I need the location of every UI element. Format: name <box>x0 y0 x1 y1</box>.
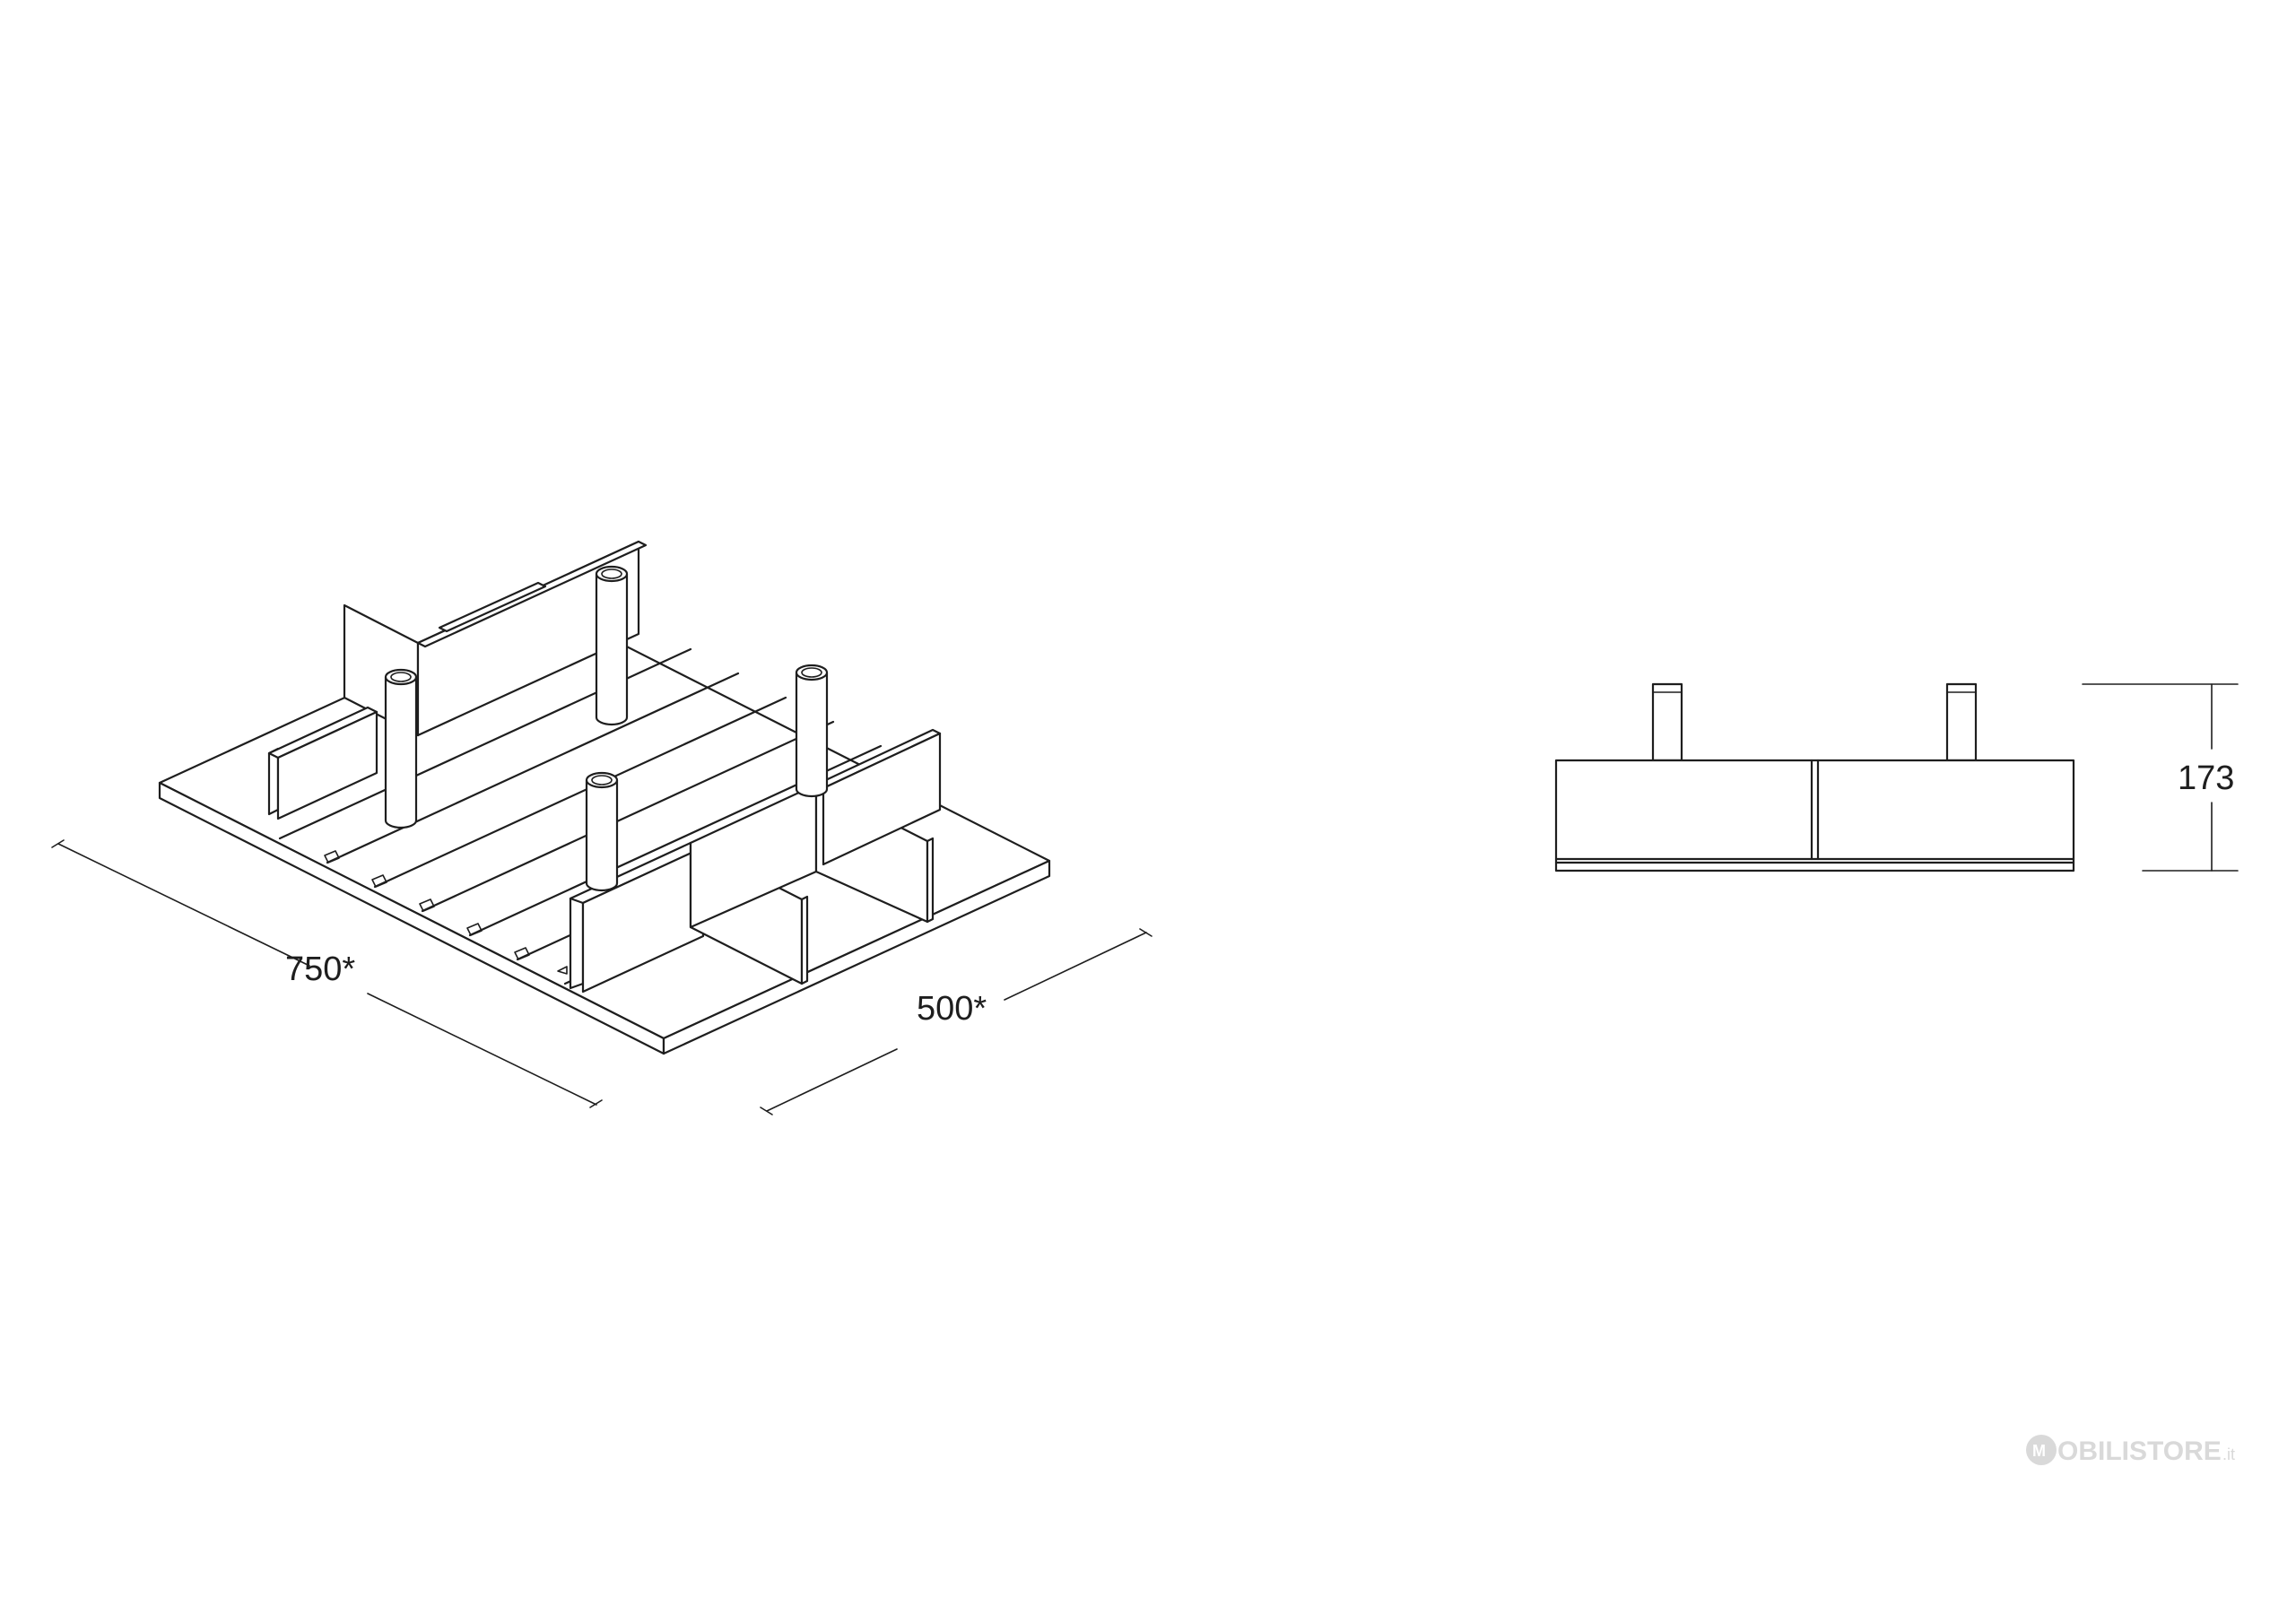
width-label: 500* <box>917 990 987 1028</box>
height-label: 173 <box>2178 759 2234 797</box>
length-label: 750* <box>285 950 355 988</box>
post-left <box>384 668 418 829</box>
post-right <box>795 664 829 798</box>
front-post-left <box>1651 682 1683 762</box>
dimension-width: 500* <box>760 928 1152 1115</box>
back-divider <box>343 540 648 737</box>
posts <box>384 565 829 892</box>
dimension-height: 173 <box>2082 683 2239 872</box>
post-front <box>585 771 619 892</box>
left-divider <box>267 706 378 820</box>
watermark-text: OBILISTORE <box>2057 1436 2222 1466</box>
front-post-right <box>1945 682 1978 762</box>
front-body <box>1554 759 2075 872</box>
isometric-view: 750* 500* <box>51 540 1152 1115</box>
post-back <box>595 565 629 726</box>
watermark-letter: M <box>2032 1442 2046 1460</box>
watermark-logo: M OBILISTORE .it <box>2026 1435 2235 1466</box>
dimension-length: 750* <box>51 839 603 1108</box>
front-view: 173 <box>1554 682 2239 872</box>
watermark-suffix: .it <box>2222 1445 2235 1463</box>
